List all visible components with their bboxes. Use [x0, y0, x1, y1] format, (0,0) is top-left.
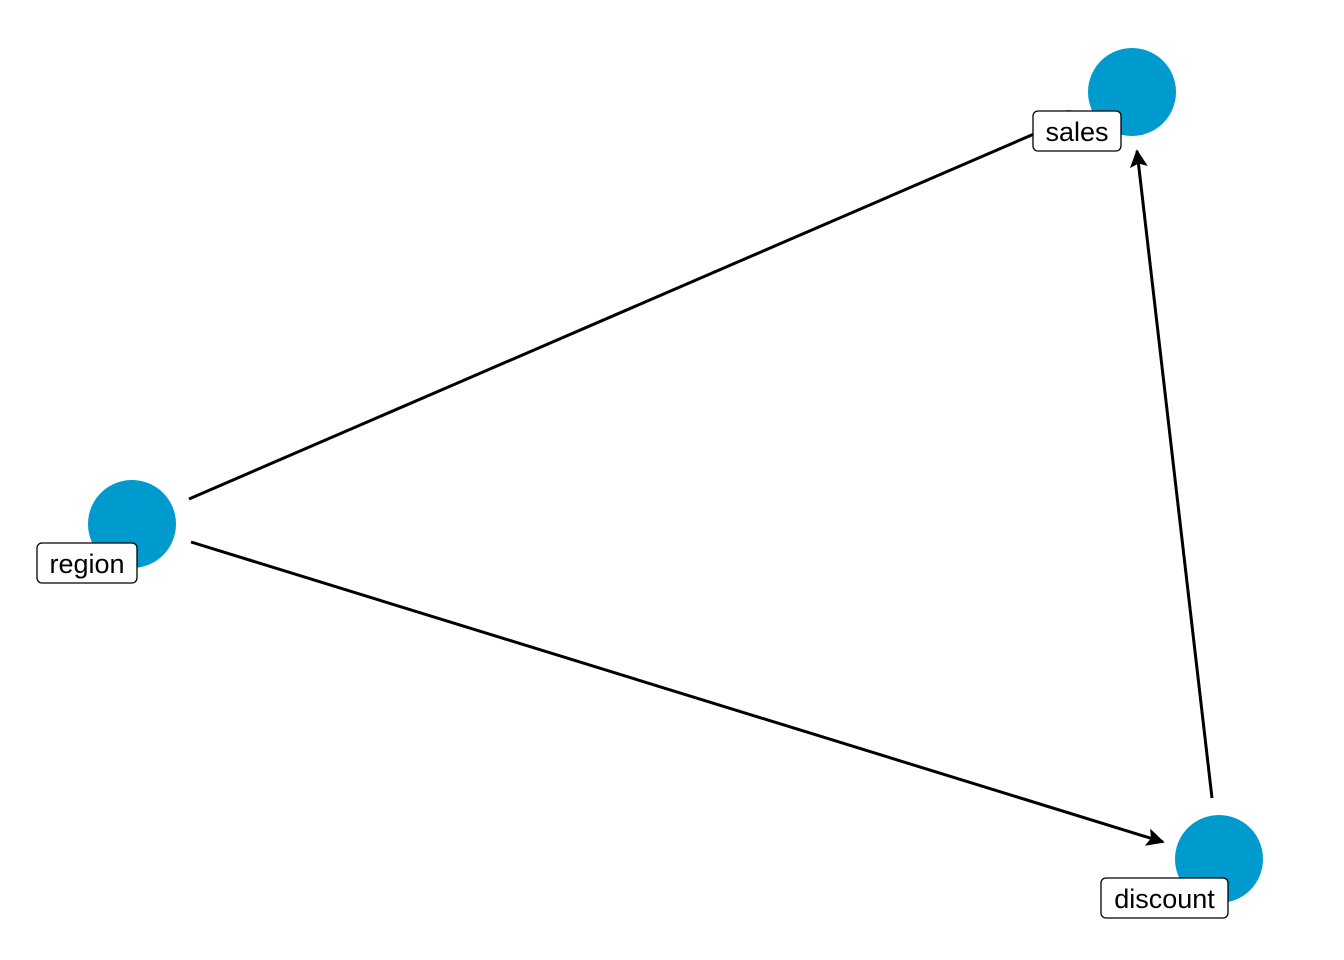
- label-region: region: [36, 542, 138, 584]
- edge-region-sales: [188, 110, 1087, 501]
- label-region-text: region: [49, 549, 124, 579]
- label-discount-text: discount: [1114, 884, 1215, 914]
- label-sales-text: sales: [1045, 117, 1108, 147]
- label-discount: discount: [1100, 877, 1229, 919]
- edge-discount-sales: [1129, 149, 1214, 799]
- edge-region-discount: [190, 540, 1165, 846]
- label-sales: sales: [1032, 110, 1122, 152]
